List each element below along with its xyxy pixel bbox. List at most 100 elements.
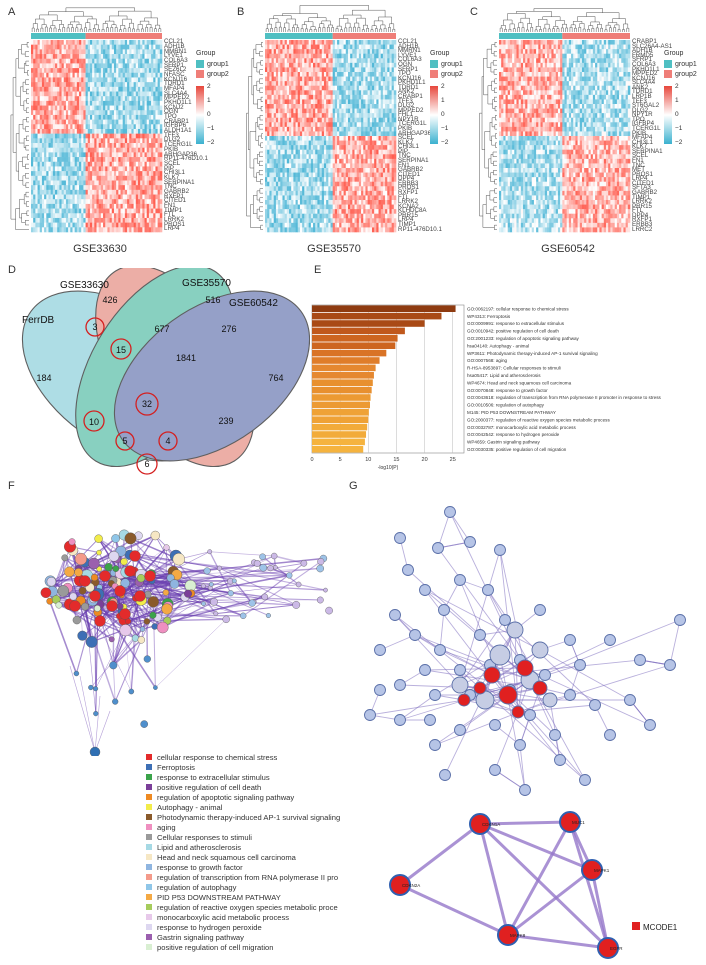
ppi-network bbox=[364, 506, 686, 796]
legend-item: Photodynamic therapy-induced AP-1 surviv… bbox=[146, 812, 340, 822]
group1-legend-item: group1 bbox=[430, 60, 468, 68]
ppi-node bbox=[429, 689, 441, 701]
gene-label: SCEL bbox=[164, 159, 181, 167]
gene-label: LRRC2 bbox=[632, 225, 653, 233]
legend-swatch bbox=[146, 864, 152, 870]
network-node bbox=[137, 636, 146, 644]
venn-label-ferrdb: FerrDB bbox=[22, 315, 55, 326]
ppi-node bbox=[439, 769, 451, 781]
gene-label: FN1 bbox=[398, 161, 410, 169]
group1-bar bbox=[31, 33, 86, 39]
gene-label: KLK7 bbox=[632, 143, 648, 151]
bar bbox=[312, 320, 425, 327]
network-node bbox=[55, 601, 63, 609]
ppi-node bbox=[364, 709, 376, 721]
group1-legend-item: group1 bbox=[664, 60, 702, 68]
venn-count: 10 bbox=[89, 417, 99, 427]
legend-swatch bbox=[146, 874, 152, 880]
network-node bbox=[89, 746, 101, 756]
legend-swatch bbox=[146, 944, 152, 950]
gene-label: ANK2 bbox=[632, 83, 649, 91]
group2-legend-label: group2 bbox=[441, 70, 463, 78]
bar bbox=[312, 438, 365, 446]
legend-swatch bbox=[146, 904, 152, 910]
gene-label: MFAP4 bbox=[632, 134, 653, 142]
mcode-node-label: MAPK1 bbox=[594, 868, 610, 873]
gene-label: KCNJ16 bbox=[398, 74, 422, 82]
category-label: GO:0043618: regulation of transcription … bbox=[467, 395, 661, 400]
venn-count: 15 bbox=[116, 345, 126, 355]
venn-count: 426 bbox=[102, 295, 117, 305]
color-scale-tick: 0 bbox=[675, 111, 679, 118]
network-node bbox=[265, 612, 271, 618]
legend-item: Autophagy - animal bbox=[146, 802, 222, 812]
ppi-node bbox=[444, 506, 456, 518]
gene-label: SCEL bbox=[398, 134, 415, 142]
ppi-node bbox=[474, 629, 486, 641]
group2-legend-item: group2 bbox=[430, 70, 468, 78]
venn-count: 1841 bbox=[176, 353, 196, 363]
panel-label-b: B bbox=[237, 6, 245, 18]
network-node bbox=[124, 532, 137, 545]
network-node bbox=[72, 615, 82, 625]
network-node bbox=[316, 596, 324, 604]
network-node bbox=[150, 530, 161, 541]
gene-label: KCNA2 bbox=[398, 202, 419, 210]
network-node bbox=[74, 552, 88, 566]
gene-label: TIMP1 bbox=[164, 206, 183, 214]
dataset-title: GSE33630 bbox=[73, 243, 127, 255]
legend-swatch bbox=[146, 814, 152, 820]
panel-label-f: F bbox=[8, 480, 15, 492]
heatmap-svg bbox=[10, 7, 163, 233]
bar bbox=[312, 335, 398, 342]
ppi-node bbox=[532, 680, 548, 696]
color-scale-tick: 1 bbox=[441, 97, 445, 104]
network-node bbox=[73, 670, 80, 677]
venn-count: 677 bbox=[154, 324, 169, 334]
gene-label: MPPED2 bbox=[398, 106, 424, 114]
color-scale-tick: −2 bbox=[441, 139, 449, 146]
group1-bar bbox=[265, 33, 333, 39]
gene-label: LYVE1 bbox=[398, 51, 417, 59]
group1-swatch bbox=[664, 60, 672, 68]
network-node bbox=[93, 711, 99, 717]
network-node bbox=[134, 590, 146, 602]
legend-swatch bbox=[146, 784, 152, 790]
category-label: WP4659: Gastrin signaling pathway bbox=[467, 440, 540, 445]
gene-label: CITED1 bbox=[632, 179, 655, 187]
network-node bbox=[46, 576, 57, 587]
network-node bbox=[96, 566, 103, 572]
network-node bbox=[112, 698, 119, 705]
ppi-node bbox=[519, 784, 531, 796]
ppi-node bbox=[389, 609, 401, 621]
gene-label: LYVE1 bbox=[164, 52, 183, 60]
legend-label: response to growth factor bbox=[157, 862, 243, 872]
gene-label: ERBB3 bbox=[398, 179, 419, 187]
gene-label: PROS1 bbox=[398, 184, 419, 192]
gene-label: ALDH1A1 bbox=[164, 127, 192, 135]
color-scale-tick: −2 bbox=[207, 139, 215, 146]
legend-item: Head and neck squamous cell carcinoma bbox=[146, 852, 296, 862]
network-node bbox=[316, 564, 325, 573]
network-node bbox=[93, 686, 99, 692]
network-node bbox=[151, 623, 158, 630]
network-node bbox=[81, 602, 90, 611]
group-legend-title: Group bbox=[664, 50, 684, 57]
gene-label: TFF3 bbox=[398, 97, 413, 105]
row-dendrogram bbox=[479, 42, 497, 230]
legend-label: regulation of autophagy bbox=[157, 882, 237, 892]
ppi-node bbox=[498, 685, 518, 705]
gene-label: PKHD1L1 bbox=[398, 79, 426, 87]
ppi-node bbox=[374, 644, 386, 656]
network-node bbox=[78, 586, 87, 595]
gene-label: CCL21 bbox=[398, 38, 418, 46]
color-scale-tick: −1 bbox=[675, 125, 683, 132]
gene-label: MPPED2 bbox=[164, 94, 190, 102]
color-scale-tick: 2 bbox=[207, 83, 211, 90]
bar bbox=[312, 431, 367, 438]
category-label: GO:2000377: regulation of reactive oxyge… bbox=[467, 417, 610, 422]
gene-label: PKIB bbox=[398, 124, 413, 132]
heatmap-cells bbox=[499, 40, 631, 233]
legend-swatch bbox=[146, 844, 152, 850]
